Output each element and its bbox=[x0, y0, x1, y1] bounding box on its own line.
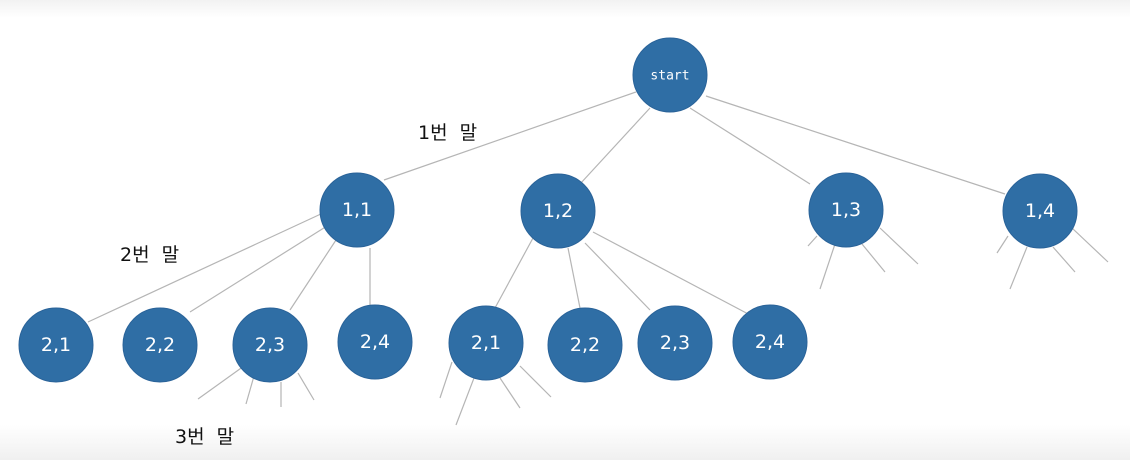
node-1-4-label: 1,4 bbox=[1025, 200, 1055, 222]
edge-start-1-4 bbox=[705, 95, 1006, 195]
node-1-4: 1,4 bbox=[1002, 173, 1078, 249]
stub-edge bbox=[1009, 246, 1028, 290]
stub-edge bbox=[819, 243, 836, 290]
node-2-2-left: 2,2 bbox=[122, 307, 198, 383]
node-2-3-left: 2,3 bbox=[232, 307, 308, 383]
edge-1-2-2-1 bbox=[494, 237, 534, 309]
node-1-1: 1,1 bbox=[319, 172, 395, 248]
node-start: start bbox=[632, 37, 708, 113]
node-2-1-left: 2,1 bbox=[18, 307, 94, 383]
stub-edge bbox=[499, 377, 521, 409]
edge-1-1-2-2 bbox=[189, 225, 328, 313]
edges-node-1-1 bbox=[87, 212, 371, 323]
node-2-1-left-circle bbox=[18, 307, 94, 383]
node-2-2-right-label: 2,2 bbox=[570, 334, 600, 356]
stub-edge bbox=[1071, 227, 1109, 263]
stub-edge bbox=[197, 365, 245, 400]
node-1-2-label: 1,2 bbox=[543, 200, 573, 222]
stub-edges-1-4 bbox=[996, 227, 1109, 290]
node-1-1-circle bbox=[319, 172, 395, 248]
stub-edge bbox=[879, 227, 919, 265]
node-2-3-left-label: 2,3 bbox=[255, 334, 285, 356]
node-1-2-circle bbox=[520, 173, 596, 249]
node-start-circle bbox=[632, 37, 708, 113]
node-2-2-left-label: 2,2 bbox=[145, 334, 175, 356]
node-1-4-circle bbox=[1002, 173, 1078, 249]
node-2-3-left-circle bbox=[232, 307, 308, 383]
node-2-4-right-label: 2,4 bbox=[755, 331, 785, 353]
stub-edge bbox=[439, 361, 453, 399]
stub-edge bbox=[297, 372, 315, 401]
level-1-annotation: 1번 말 bbox=[418, 122, 478, 144]
node-2-2-right-circle bbox=[547, 307, 623, 383]
edge-start-1-2 bbox=[579, 107, 651, 185]
stub-edge bbox=[861, 243, 886, 273]
stub-edge bbox=[807, 235, 818, 247]
node-2-3-right-label: 2,3 bbox=[660, 332, 690, 354]
edges-node-1-2 bbox=[494, 231, 753, 317]
edge-start-1-3 bbox=[689, 107, 811, 185]
stub-edge bbox=[455, 377, 475, 426]
stub-edges-2-1-right bbox=[439, 361, 552, 426]
stub-edges-1-3 bbox=[807, 227, 919, 290]
node-2-3-right: 2,3 bbox=[637, 305, 713, 381]
node-2-4-right: 2,4 bbox=[732, 304, 808, 380]
level-2-annotation: 2번 말 bbox=[120, 244, 180, 266]
node-2-1-right-label: 2,1 bbox=[471, 332, 501, 354]
node-2-1-left-label: 2,1 bbox=[41, 334, 71, 356]
node-2-2-right: 2,2 bbox=[547, 307, 623, 383]
edges-root bbox=[383, 91, 1006, 195]
stub-edge bbox=[996, 235, 1009, 254]
stub-edge bbox=[1052, 246, 1076, 273]
node-2-4-right-circle bbox=[732, 304, 808, 380]
stub-edges-2-3-left bbox=[197, 365, 315, 407]
edge-1-1-2-1 bbox=[87, 212, 324, 323]
node-2-1-right: 2,1 bbox=[448, 305, 524, 381]
node-2-1-right-circle bbox=[448, 305, 524, 381]
node-2-4-left-label: 2,4 bbox=[360, 331, 390, 353]
node-1-3-circle bbox=[808, 172, 884, 248]
stub-edge bbox=[245, 375, 255, 405]
node-1-1-label: 1,1 bbox=[342, 199, 372, 221]
node-2-3-right-circle bbox=[637, 305, 713, 381]
node-1-3-label: 1,3 bbox=[831, 199, 861, 221]
stub-edge bbox=[519, 365, 552, 398]
edge-1-2-2-3 bbox=[584, 242, 651, 311]
edge-1-2-2-4 bbox=[592, 231, 753, 317]
node-2-4-left-circle bbox=[337, 304, 413, 380]
edge-start-1-1 bbox=[383, 91, 637, 181]
node-1-3: 1,3 bbox=[808, 172, 884, 248]
level-3-annotation: 3번 말 bbox=[175, 426, 235, 448]
node-1-2: 1,2 bbox=[520, 173, 596, 249]
node-2-2-left-circle bbox=[122, 307, 198, 383]
node-2-4-left: 2,4 bbox=[337, 304, 413, 380]
node-start-label: start bbox=[650, 69, 689, 84]
edge-1-1-2-3 bbox=[289, 236, 339, 311]
edge-1-2-2-2 bbox=[567, 247, 581, 309]
